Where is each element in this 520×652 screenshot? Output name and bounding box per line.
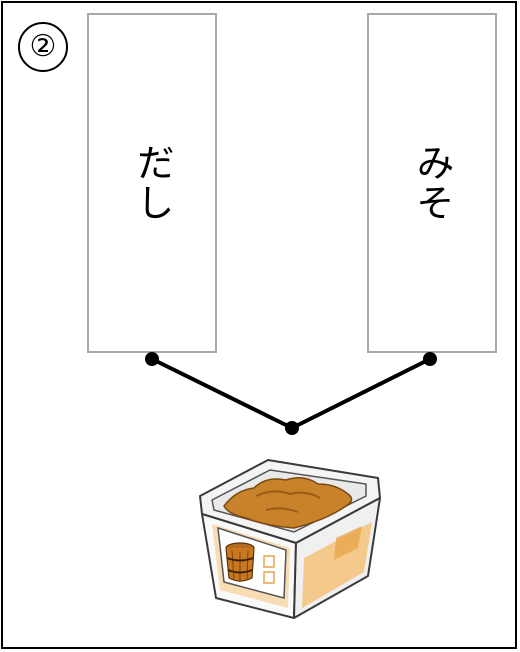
miso-container-illustration [199, 459, 381, 619]
barrel-icon [225, 542, 255, 582]
card-dashi-label: だし [130, 143, 174, 223]
card-miso[interactable]: みそ [367, 13, 497, 353]
question-number-badge: ② [18, 22, 68, 72]
card-miso-label: みそ [410, 143, 454, 223]
card-dashi[interactable]: だし [87, 13, 217, 353]
